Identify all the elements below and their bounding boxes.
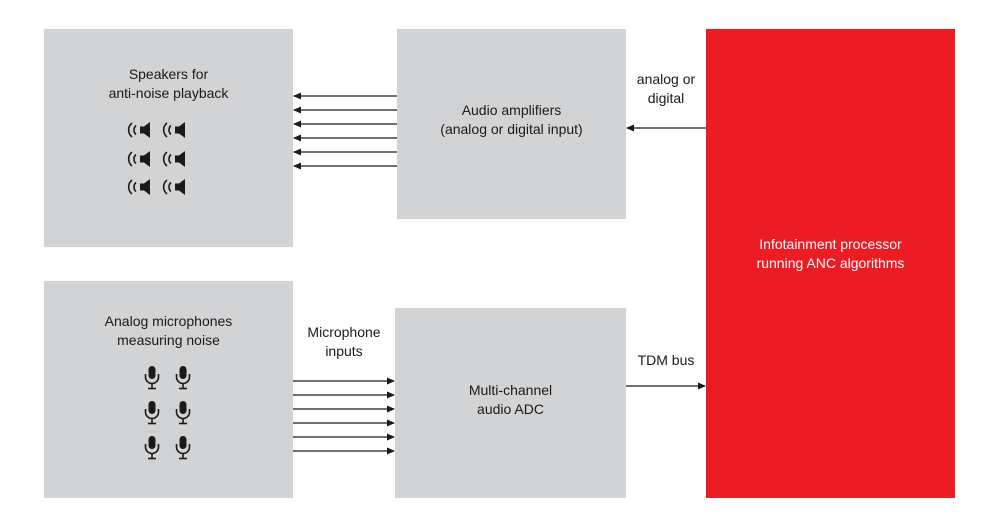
speaker-icon	[127, 151, 150, 167]
microphone-icon	[175, 366, 191, 390]
analog-or-digital-label: analog or digital	[636, 71, 696, 106]
speaker-icon	[162, 151, 185, 167]
microphones-block: Analog microphones measuring noise	[44, 281, 293, 498]
microphone-icon	[144, 366, 160, 390]
speaker-icon	[162, 122, 185, 138]
tdm-bus-label: TDM bus	[637, 352, 695, 368]
microphone-icon	[175, 401, 191, 425]
microphone-icon	[144, 401, 160, 425]
speakers-block: Speakers for anti-noise playback	[44, 29, 293, 247]
speakers-block-title: Speakers for anti-noise playback	[108, 66, 229, 101]
amplifiers-block-title: Audio amplifiers (analog or digital inpu…	[440, 102, 583, 137]
microphones-block-title: Analog microphones measuring noise	[104, 313, 233, 348]
microphone-icon-grid	[144, 366, 191, 460]
speaker-icon	[162, 179, 185, 195]
microphone-inputs-label: Microphone inputs	[307, 324, 381, 359]
speaker-icon-grid	[127, 122, 185, 195]
processor-block-title: Infotainment processor running ANC algor…	[756, 236, 905, 271]
speaker-icon	[127, 179, 150, 195]
adc-block-title: Multi-channel audio ADC	[468, 382, 553, 417]
microphone-icon	[144, 436, 160, 460]
adc-block: Multi-channel audio ADC	[395, 308, 626, 498]
microphone-icon	[175, 436, 191, 460]
amplifiers-block: Audio amplifiers (analog or digital inpu…	[397, 29, 626, 219]
speaker-icon	[127, 122, 150, 138]
processor-block: Infotainment processor running ANC algor…	[706, 29, 955, 498]
